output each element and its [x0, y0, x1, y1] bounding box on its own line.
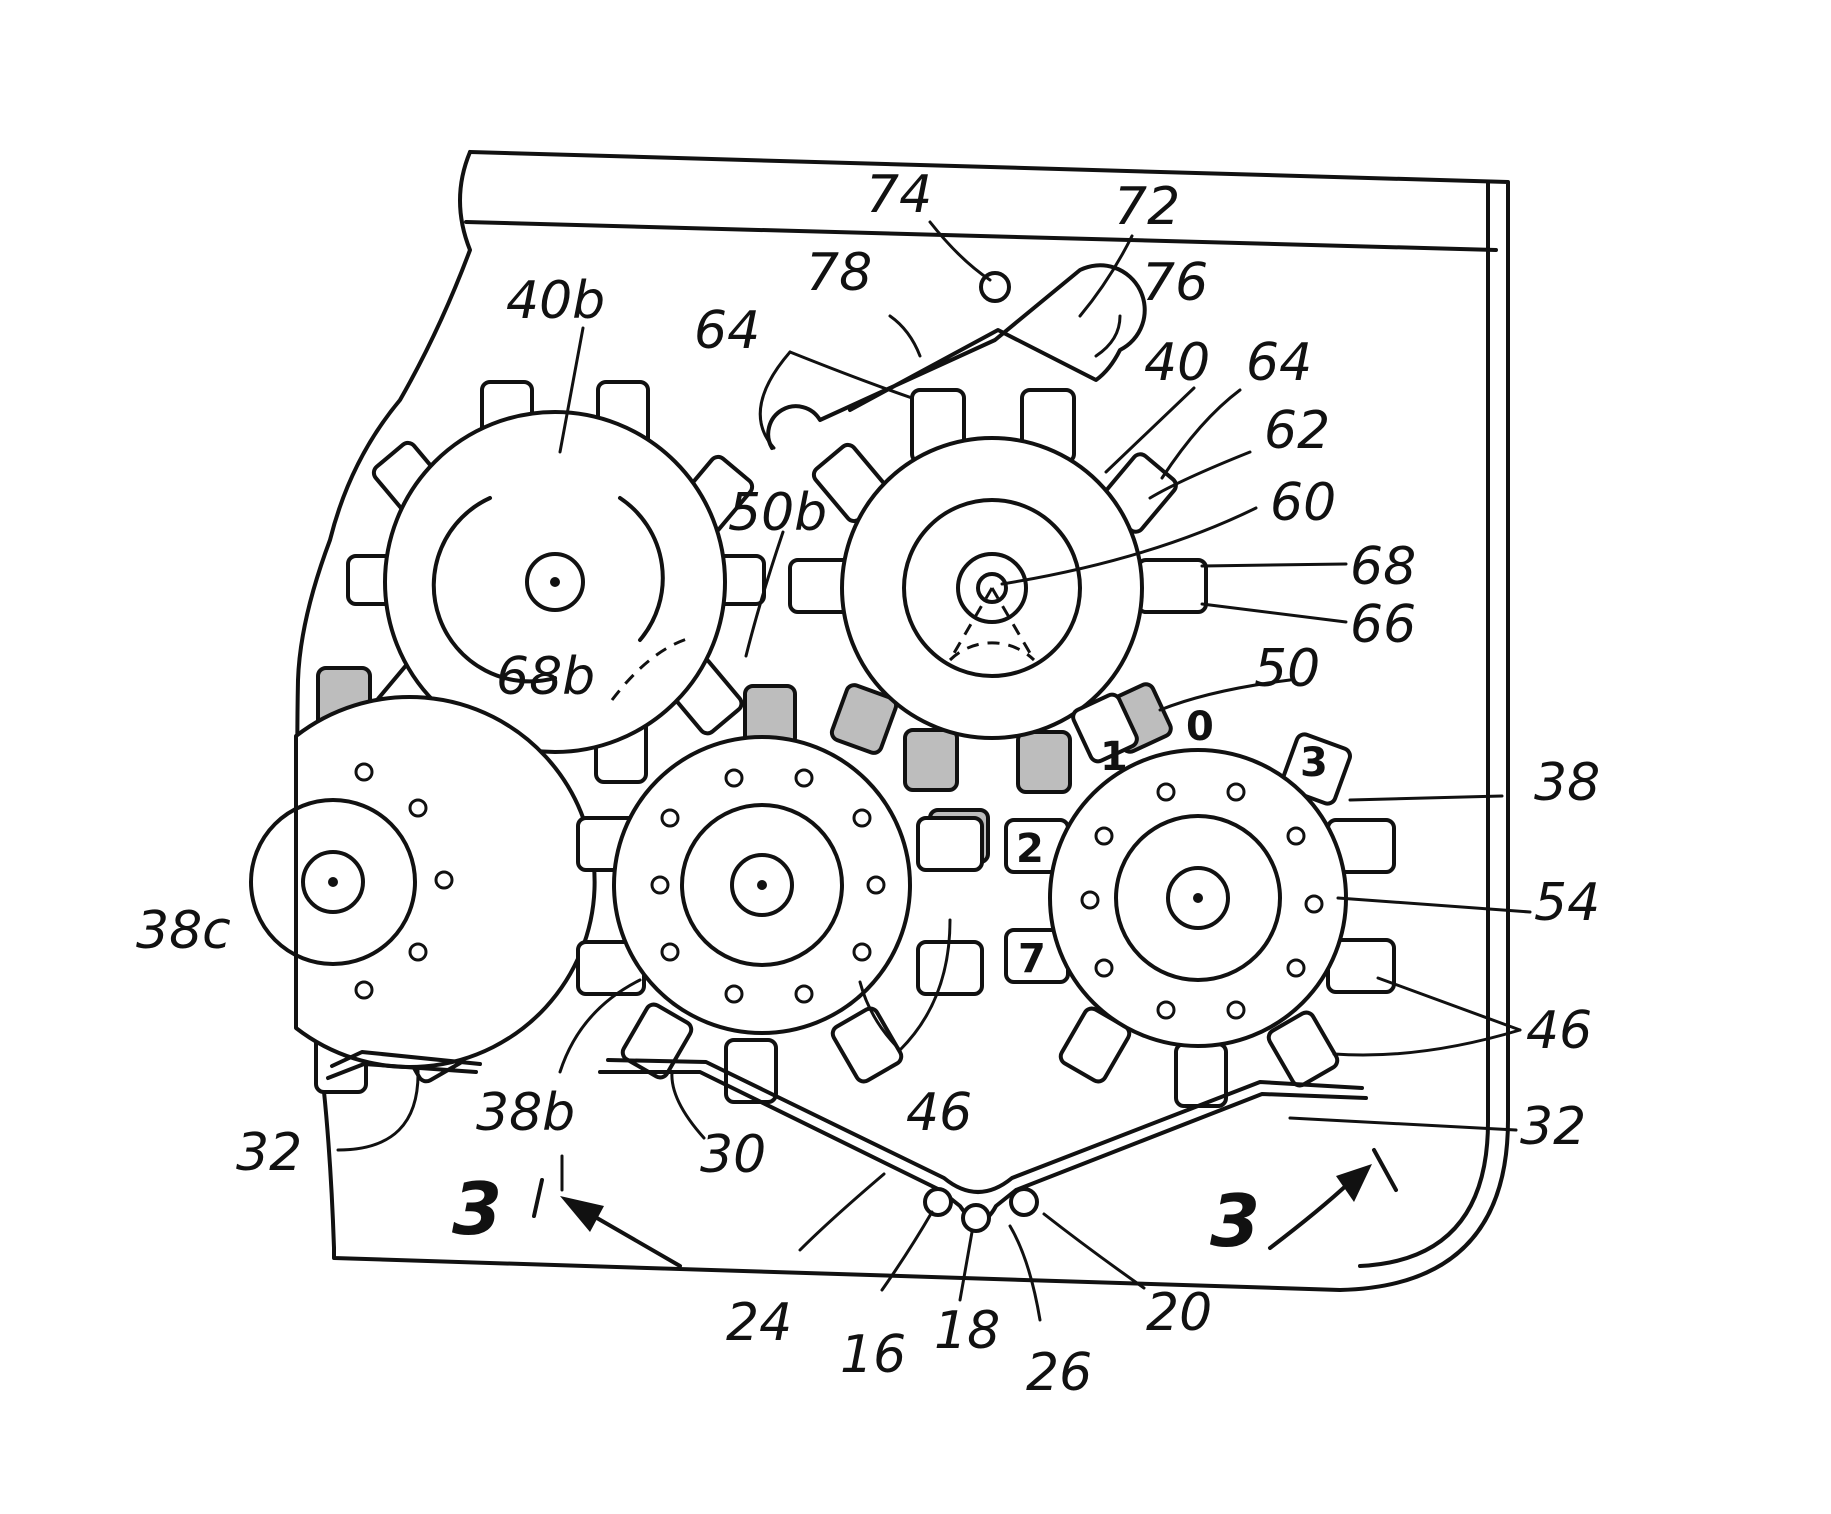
label-38c: 38c: [136, 901, 231, 961]
label-40: 40: [1144, 333, 1210, 393]
label-46-mid: 46: [906, 1083, 972, 1143]
label-54: 54: [1534, 873, 1600, 933]
label-18: 18: [934, 1301, 1000, 1361]
housing: [295, 150, 1510, 1292]
label-60: 60: [1270, 473, 1336, 533]
section-mark-left: 3: [452, 1167, 502, 1251]
digit-2: 2: [1016, 826, 1044, 872]
reference-numerals: 74 72 78 76 40b 64 40 64 62 60 50b 68 66…: [136, 165, 1600, 1403]
label-76: 76: [1142, 253, 1208, 313]
digit-3: 3: [1300, 740, 1328, 786]
label-30: 30: [700, 1125, 766, 1185]
label-68b: 68b: [496, 647, 595, 707]
wheel-38: [1004, 692, 1396, 1108]
label-16: 16: [840, 1325, 906, 1385]
label-50: 50: [1254, 639, 1320, 699]
wheel-40: [766, 263, 1208, 740]
label-46-right: 46: [1526, 1001, 1592, 1061]
section-mark-right: 3: [1210, 1179, 1260, 1263]
tray: [326, 1050, 1368, 1233]
label-38b: 38b: [476, 1083, 575, 1143]
label-68: 68: [1350, 537, 1416, 597]
label-40b: 40b: [506, 271, 605, 331]
label-72: 72: [1114, 177, 1180, 237]
label-32-right: 32: [1520, 1097, 1586, 1157]
label-20: 20: [1146, 1283, 1212, 1343]
digit-0: 0: [1186, 704, 1214, 750]
label-62: 62: [1264, 401, 1330, 461]
label-78: 78: [806, 243, 872, 303]
label-64-right: 64: [1246, 333, 1312, 393]
label-32-left: 32: [236, 1123, 302, 1183]
leader-lines: [336, 220, 1532, 1322]
label-64-left: 64: [694, 301, 760, 361]
label-66: 66: [1350, 595, 1416, 655]
label-38: 38: [1534, 753, 1600, 813]
wheel-38b: [576, 735, 984, 1104]
label-24: 24: [726, 1293, 792, 1353]
digit-1: 1: [1100, 734, 1128, 780]
label-26: 26: [1026, 1343, 1092, 1403]
wheel-digits: 0 1 2 3 7: [1016, 704, 1328, 982]
label-50b: 50b: [728, 483, 827, 543]
digit-7: 7: [1018, 936, 1046, 982]
section-arrows: [532, 1148, 1398, 1268]
wheel-38c: [249, 695, 597, 1094]
label-74: 74: [866, 165, 932, 225]
